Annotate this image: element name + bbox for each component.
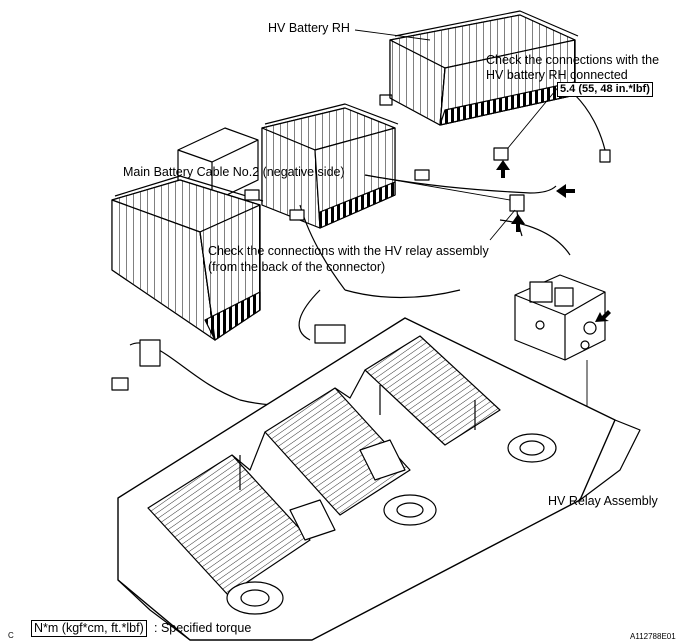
hv-battery-rh-label: HV Battery RH xyxy=(268,21,350,35)
torque-spec-box: 5.4 (55, 48 in.*lbf) xyxy=(557,82,653,97)
check-relay-label-line2: (from the back of the connector) xyxy=(208,260,386,274)
corner-mark: C xyxy=(8,631,14,640)
arrow-up-connector xyxy=(511,214,525,232)
hv-battery-middle-module xyxy=(261,103,399,229)
arrow-relay xyxy=(595,310,611,322)
hv-battery-rh-module xyxy=(379,10,611,163)
indicator-arrows xyxy=(496,160,611,322)
legend-unit-box: N*m (kgf*cm, ft.*lbf) xyxy=(31,620,147,637)
check-rh-label-line2: HV battery RH connected xyxy=(486,68,628,82)
arrow-left-cable xyxy=(556,184,575,198)
leader-lines xyxy=(354,29,561,241)
hv-relay-assembly-label: HV Relay Assembly xyxy=(548,494,658,508)
battery-tray xyxy=(117,317,641,641)
check-relay-label-line1: Check the connections with the HV relay … xyxy=(208,244,489,258)
check-rh-label-line1: Check the connections with the xyxy=(486,53,660,67)
battery-ecu-box xyxy=(177,127,259,203)
hv-battery-lh-module xyxy=(111,175,264,341)
figure-id: A112788E01 xyxy=(630,632,676,641)
arrow-up-rh xyxy=(496,160,510,178)
main-battery-cable-label: Main Battery Cable No.2 (negative side) xyxy=(123,165,345,179)
legend-description: : Specified torque xyxy=(154,621,252,635)
